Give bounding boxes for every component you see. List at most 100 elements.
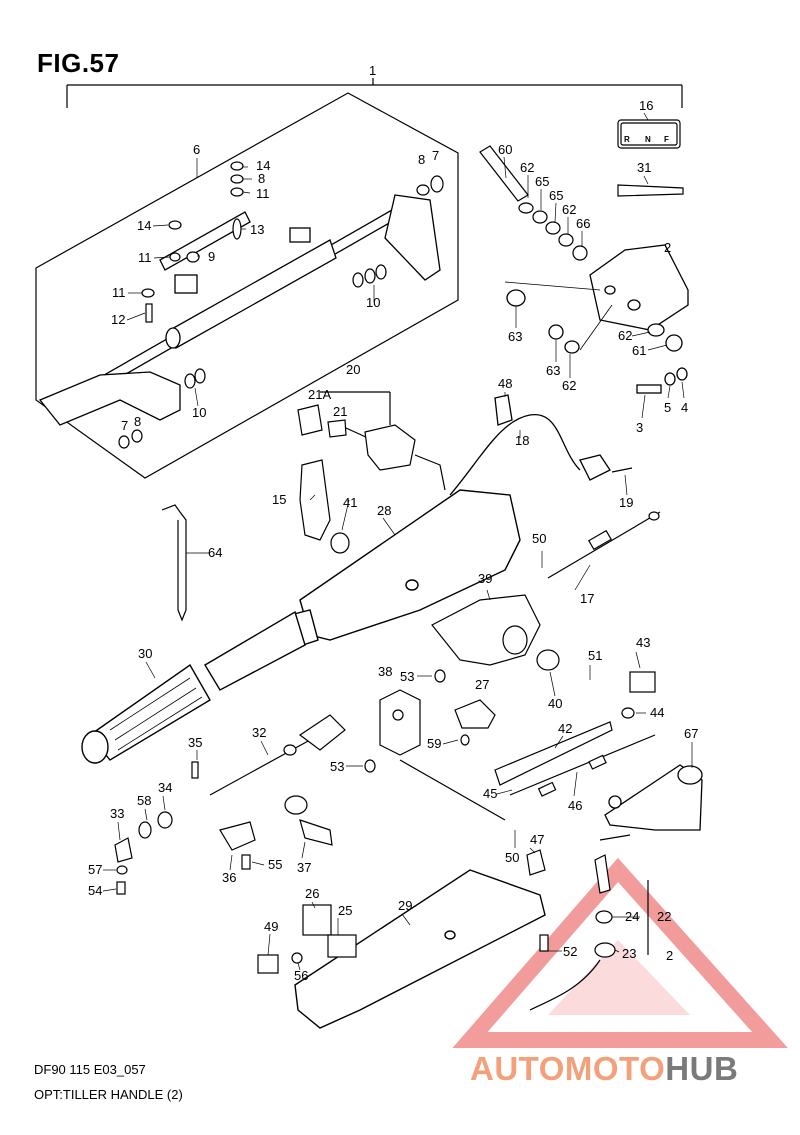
callout-27: 27	[475, 677, 489, 692]
callout-8: 8	[418, 152, 425, 167]
callout-38: 38	[378, 664, 392, 679]
part-22-harness	[529, 834, 649, 1011]
callout-50: 50	[532, 531, 546, 546]
lower-left-small-parts	[257, 849, 549, 974]
part-38-bracket	[364, 669, 470, 773]
callout-10: 10	[366, 295, 380, 310]
callout-51: 51	[588, 648, 602, 663]
callout-21a: 21A	[308, 387, 331, 402]
callout-22: 22	[657, 909, 671, 924]
part-31-decal	[617, 184, 684, 197]
part-20-ignition-switch	[297, 391, 446, 491]
part-64-hex-tool	[161, 504, 187, 622]
callout-21: 21	[333, 404, 347, 419]
callout-34: 34	[158, 780, 172, 795]
callout-59: 59	[427, 736, 441, 751]
inset-box-6	[35, 92, 459, 479]
callout-47: 47	[530, 832, 544, 847]
callout-32: 32	[252, 725, 266, 740]
callout-54: 54	[88, 883, 102, 898]
callout-48: 48	[498, 376, 512, 391]
part-18-cable	[449, 394, 633, 496]
callout-57: 57	[88, 862, 102, 877]
callout-42: 42	[558, 721, 572, 736]
callout-18: 18	[515, 433, 529, 448]
part-16-shift-plate	[617, 119, 681, 149]
callout-6: 6	[193, 142, 200, 157]
callout-53: 53	[400, 669, 414, 684]
callout-23: 23	[622, 946, 636, 961]
callout-63b: 63	[546, 363, 560, 378]
callout-14: 14	[256, 158, 270, 173]
callout-62c: 62	[618, 328, 632, 343]
part-67-arm	[604, 764, 703, 831]
callout-11: 11	[256, 186, 270, 201]
callout-66: 66	[576, 216, 590, 231]
callout-7: 7	[432, 148, 439, 163]
callout-20: 20	[346, 362, 360, 377]
callout-2-top: 2	[664, 240, 671, 255]
callout-26: 26	[305, 886, 319, 901]
part-6-steering-arm	[38, 194, 441, 426]
right-bolt-stack	[479, 145, 588, 261]
shift-label-r: R	[624, 135, 630, 144]
callout-leaders	[102, 112, 693, 971]
part-46-cable	[399, 734, 656, 821]
callout-29: 29	[398, 898, 412, 913]
callout-67: 67	[684, 726, 698, 741]
callout-25: 25	[338, 903, 352, 918]
watermark-logo	[452, 857, 788, 1048]
inset-fasteners	[118, 161, 444, 449]
part-15-shift-lever	[299, 459, 350, 554]
watermark-part-a: AUTOMOTO	[470, 1050, 666, 1087]
callout-13: 13	[250, 222, 264, 237]
callout-44: 44	[650, 705, 664, 720]
callout-15: 15	[272, 492, 286, 507]
part-2-leader-lines	[504, 281, 613, 351]
callout-62: 62	[520, 160, 534, 175]
callout-56: 56	[294, 968, 308, 983]
callout-46: 46	[568, 798, 582, 813]
callout-61: 61	[632, 343, 646, 358]
callout-8b: 8	[258, 171, 265, 186]
callout-3: 3	[636, 420, 643, 435]
callout-9: 9	[208, 249, 215, 264]
callout-30: 30	[138, 646, 152, 661]
part-28-tiller-handle	[204, 489, 521, 691]
callout-37: 37	[297, 860, 311, 875]
callout-8c: 8	[134, 414, 141, 429]
callout-1: 1	[369, 63, 376, 78]
part-29-lower-cover	[294, 869, 546, 1029]
part-32-cable	[209, 714, 346, 796]
callout-17: 17	[580, 591, 594, 606]
callout-5: 5	[664, 400, 671, 415]
part-39-throttle-assembly	[431, 594, 560, 671]
shift-label-f: F	[664, 135, 669, 144]
callout-43: 43	[636, 635, 650, 650]
callout-14b: 14	[137, 218, 151, 233]
callout-40: 40	[548, 696, 562, 711]
part-2-bracket	[506, 244, 689, 394]
watermark-part-b: HUB	[665, 1050, 739, 1087]
callout-41: 41	[343, 495, 357, 510]
callout-2: 2	[666, 948, 673, 963]
callout-65: 65	[535, 174, 549, 189]
callout-39: 39	[478, 571, 492, 586]
callout-12: 12	[111, 312, 125, 327]
figure-code: DF90 115 E03_057	[34, 1062, 146, 1077]
figure-title: FIG.57	[37, 48, 120, 78]
part-42-link	[494, 721, 613, 786]
callout-11c: 11	[112, 285, 126, 300]
callout-58: 58	[137, 793, 151, 808]
callout-45: 45	[483, 786, 497, 801]
callout-19: 19	[619, 495, 633, 510]
shift-label-n: N	[645, 135, 651, 144]
callout-10b: 10	[192, 405, 206, 420]
callout-50b: 50	[505, 850, 519, 865]
callout-4: 4	[681, 400, 688, 415]
callout-7b: 7	[121, 418, 128, 433]
watermark-text: AUTOMOTOHUB	[470, 1050, 738, 1088]
callout-11b: 11	[138, 250, 152, 265]
callout-62b: 62	[562, 202, 576, 217]
